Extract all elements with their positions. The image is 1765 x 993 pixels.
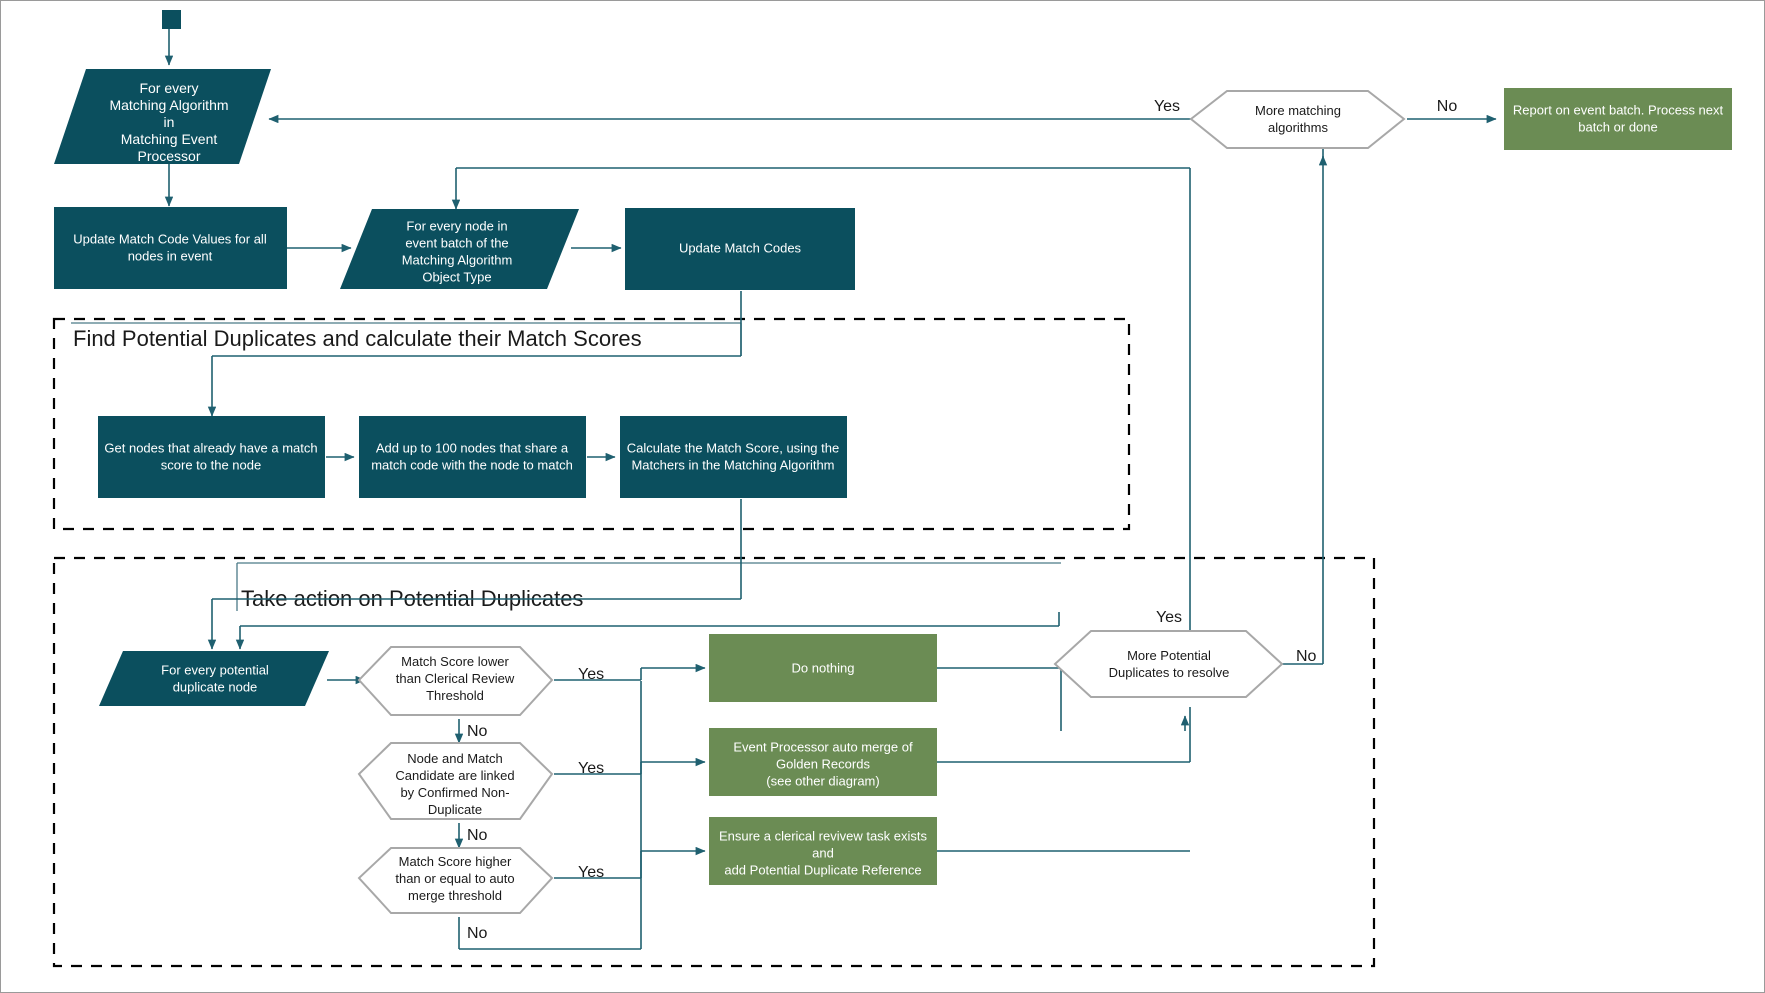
node-decision-clerical-review-threshold[interactable]: Match Score lower than Clerical Review T… <box>357 646 554 716</box>
edge-labels: Yes No Yes No Yes No Yes No Yes No <box>467 98 1457 942</box>
node-report-line-1: Report on event batch. Process next <box>1513 102 1724 117</box>
node-add-nodes-line-2: match code with the node to match <box>371 457 573 472</box>
decision-more-algorithms-line-1: More matching <box>1255 103 1341 118</box>
start-node <box>162 10 181 29</box>
label-nondup-no: No <box>467 827 488 844</box>
decision-automerge-line-3: merge threshold <box>408 888 502 903</box>
node-add-nodes-sharing-match-code[interactable]: Add up to 100 nodes that share a match c… <box>359 416 586 498</box>
group-title-find-duplicates: Find Potential Duplicates and calculate … <box>73 326 642 351</box>
node-get-nodes-line-2: score to the node <box>161 457 261 472</box>
node-clerical-task-line-3: add Potential Duplicate Reference <box>724 862 921 877</box>
node-clerical-review-task[interactable]: Ensure a clerical revivew task exists an… <box>709 817 937 885</box>
decision-more-algorithms-line-2: algorithms <box>1268 120 1328 135</box>
node-update-match-code-values-line-2: nodes in event <box>128 248 213 263</box>
node-decision-auto-merge-threshold[interactable]: Match Score higher than or equal to auto… <box>357 847 554 914</box>
node-loop-potential-duplicate-line-2: duplicate node <box>173 679 258 694</box>
node-loop-matching-algorithm[interactable]: For every Matching Algorithm in Matching… <box>54 69 271 164</box>
node-update-match-code-values[interactable]: Update Match Code Values for all nodes i… <box>54 207 287 289</box>
label-clerical-no: No <box>467 723 488 740</box>
node-clerical-task-line-1: Ensure a clerical revivew task exists <box>719 828 928 843</box>
node-update-match-codes[interactable]: Update Match Codes <box>625 208 855 290</box>
node-loop-matching-algorithm-line-3: in <box>164 114 175 130</box>
label-automerge-yes: Yes <box>578 864 604 881</box>
label-more-algorithms-yes: Yes <box>1154 98 1180 115</box>
decision-clerical-line-1: Match Score lower <box>401 654 509 669</box>
node-do-nothing[interactable]: Do nothing <box>709 634 937 702</box>
decision-nondup-line-4: Duplicate <box>428 802 482 817</box>
label-nondup-yes: Yes <box>578 760 604 777</box>
node-loop-matching-algorithm-line-2: Matching Algorithm <box>109 97 228 113</box>
node-decision-more-matching-algorithms[interactable]: More matching algorithms <box>1189 90 1406 149</box>
decision-more-dups-line-1: More Potential <box>1127 648 1211 663</box>
node-auto-merge-line-3: (see other diagram) <box>766 773 879 788</box>
node-loop-matching-algorithm-line-4: Matching Event <box>121 131 218 147</box>
decision-clerical-line-3: Threshold <box>426 688 484 703</box>
group-find-potential-duplicates: Find Potential Duplicates and calculate … <box>52 317 1131 531</box>
node-update-match-codes-label: Update Match Codes <box>679 240 802 255</box>
node-report-on-event-batch[interactable]: Report on event batch. Process next batc… <box>1504 88 1732 150</box>
decision-more-dups-line-2: Duplicates to resolve <box>1109 665 1230 680</box>
node-loop-node-event-batch-line-4: Object Type <box>422 269 491 284</box>
label-clerical-yes: Yes <box>578 666 604 683</box>
node-calculate-match-score[interactable]: Calculate the Match Score, using the Mat… <box>620 416 847 498</box>
node-loop-node-event-batch-line-1: For every node in <box>406 218 507 233</box>
node-auto-merge-line-1: Event Processor auto merge of <box>733 739 913 754</box>
node-calculate-match-score-line-2: Matchers in the Matching Algorithm <box>631 457 834 472</box>
node-report-line-2: batch or done <box>1578 119 1658 134</box>
decision-automerge-line-2: than or equal to auto <box>395 871 514 886</box>
node-auto-merge-golden-records[interactable]: Event Processor auto merge of Golden Rec… <box>709 728 937 796</box>
node-do-nothing-label: Do nothing <box>792 660 855 675</box>
label-automerge-no: No <box>467 925 488 942</box>
node-loop-potential-duplicate[interactable]: For every potential duplicate node <box>99 651 329 706</box>
node-loop-node-event-batch-line-2: event batch of the <box>405 235 508 250</box>
node-loop-node-event-batch[interactable]: For every node in event batch of the Mat… <box>340 209 579 289</box>
label-more-algorithms-no: No <box>1437 98 1458 115</box>
decision-clerical-line-2: than Clerical Review <box>396 671 515 686</box>
node-get-nodes-line-1: Get nodes that already have a match <box>104 440 317 455</box>
node-get-nodes-with-match-score[interactable]: Get nodes that already have a match scor… <box>98 416 325 498</box>
node-auto-merge-line-2: Golden Records <box>776 756 870 771</box>
node-clerical-task-line-2: and <box>812 845 834 860</box>
node-update-match-code-values-line-1: Update Match Code Values for all <box>73 231 267 246</box>
node-calculate-match-score-line-1: Calculate the Match Score, using the <box>627 440 839 455</box>
label-more-dups-yes: Yes <box>1156 609 1182 626</box>
decision-automerge-line-1: Match Score higher <box>399 854 512 869</box>
node-loop-matching-algorithm-line-5: Processor <box>137 148 200 164</box>
node-add-nodes-line-1: Add up to 100 nodes that share a <box>376 440 569 455</box>
label-more-dups-no: No <box>1296 648 1317 665</box>
node-loop-node-event-batch-line-3: Matching Algorithm <box>402 252 513 267</box>
decision-nondup-line-2: Candidate are linked <box>395 768 514 783</box>
node-loop-potential-duplicate-line-1: For every potential <box>161 662 269 677</box>
decision-nondup-line-1: Node and Match <box>407 751 502 766</box>
node-decision-more-potential-duplicates[interactable]: More Potential Duplicates to resolve <box>1053 630 1284 698</box>
node-loop-matching-algorithm-line-1: For every <box>139 80 198 96</box>
node-decision-confirmed-non-duplicate[interactable]: Node and Match Candidate are linked by C… <box>357 742 554 820</box>
decision-nondup-line-3: by Confirmed Non- <box>400 785 509 800</box>
